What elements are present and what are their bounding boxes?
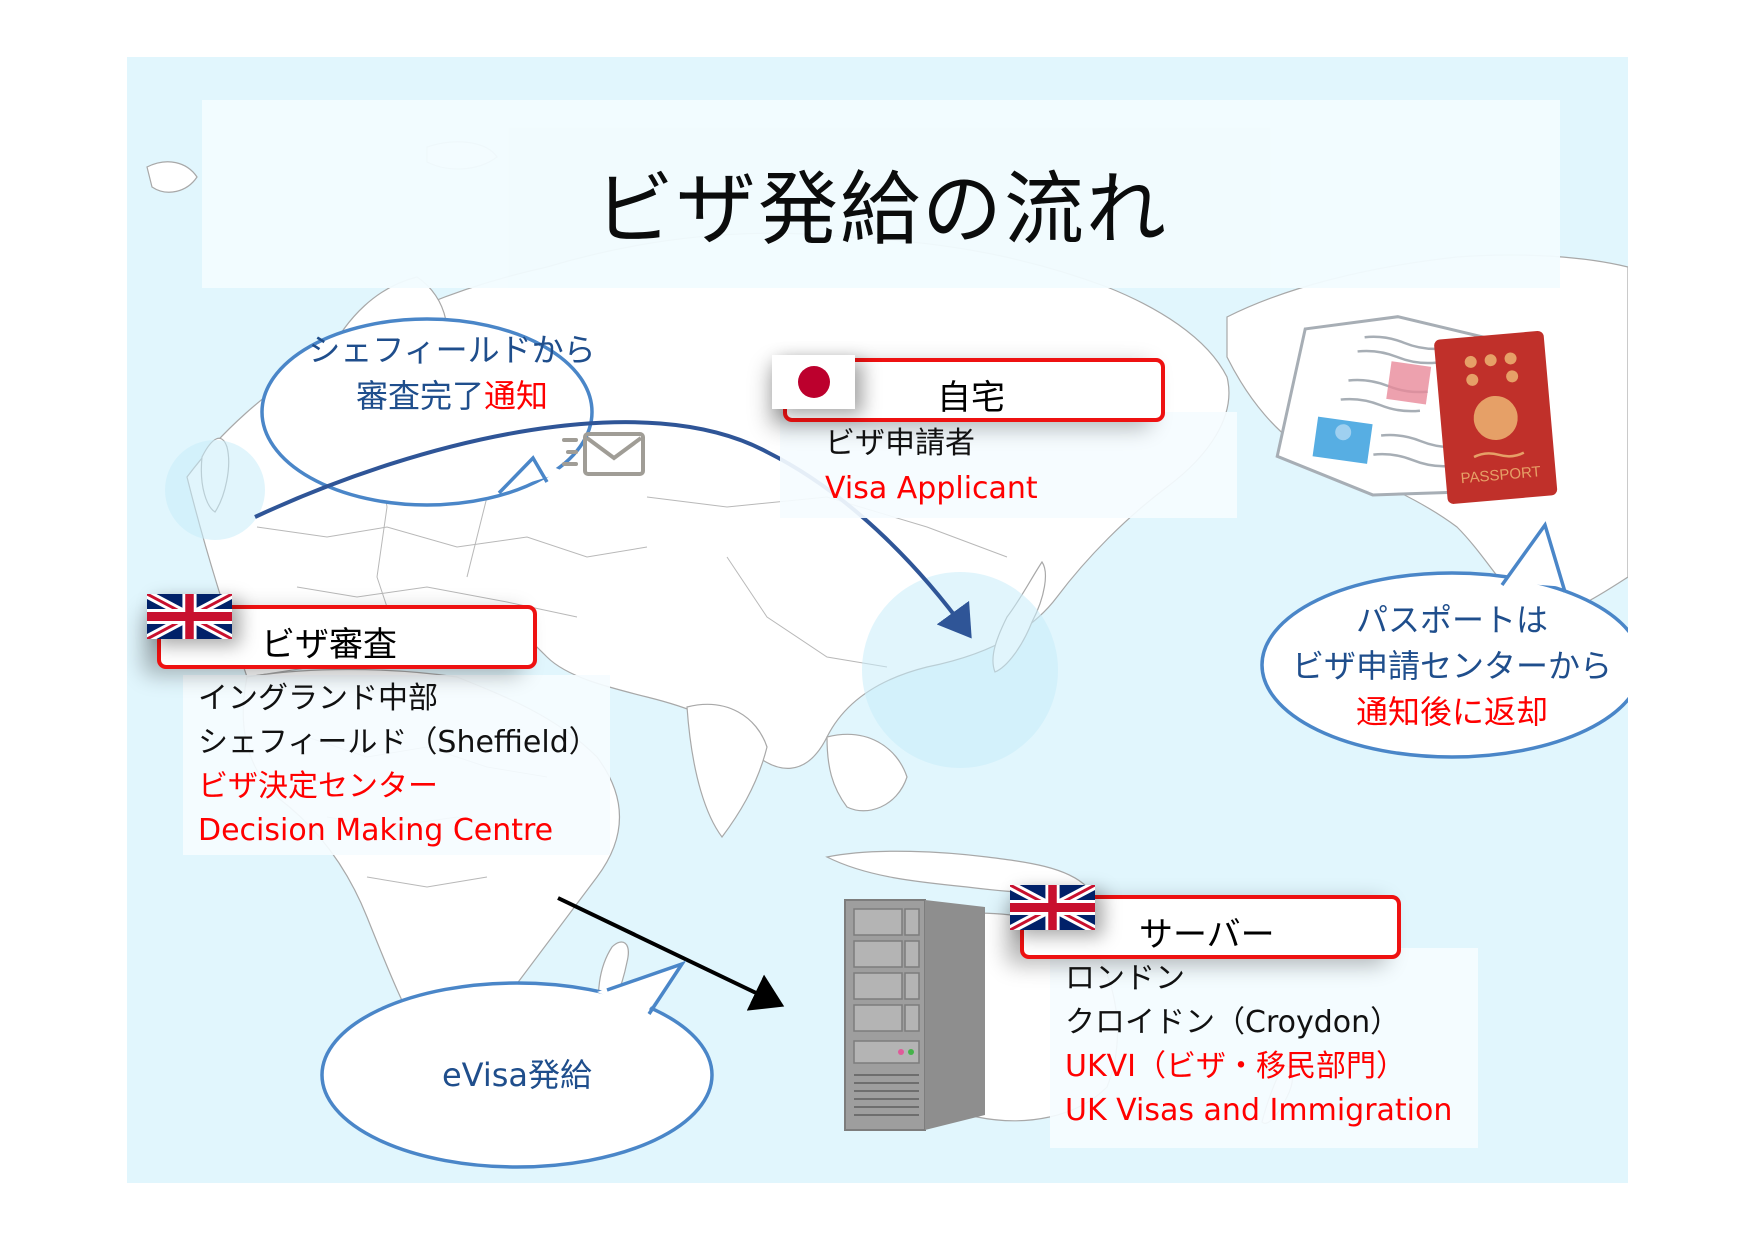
- visa-review-line-center-jp: ビザ決定センター: [198, 769, 438, 804]
- home-info-panel: [780, 412, 1237, 518]
- passport-icon: PASSPORT: [1275, 315, 1558, 504]
- speech-bubble-evisa: [320, 981, 714, 1169]
- bubble-line: パスポートは: [1355, 601, 1548, 639]
- page-title: ビザ発給の流れ: [594, 163, 1168, 256]
- uk-flag: [147, 594, 232, 639]
- server-line-ukvi-en: UK Visas and Immigration: [1065, 1093, 1453, 1128]
- visa-review-line-city: シェフィールド（Sheffield）: [198, 725, 599, 760]
- speech-bubble-sheffield: [260, 317, 594, 507]
- visa-review-line-center-en: Decision Making Centre: [198, 813, 554, 848]
- home-line-applicant-en: Visa Applicant: [825, 471, 1038, 506]
- bubble-passport-text: パスポートは ビザ申請センターから 通知後に返却: [1272, 597, 1628, 735]
- server-info-panel: [1050, 948, 1478, 1148]
- visa-review-info-panel: [183, 675, 610, 855]
- server-label: サーバー: [1139, 915, 1275, 955]
- uk-flag: [1010, 885, 1095, 930]
- home-line-applicant-jp: ビザ申請者: [825, 426, 975, 461]
- server-icon: [844, 899, 985, 1131]
- svg-text:PASSPORT: PASSPORT: [1460, 463, 1541, 487]
- japan-flag: [772, 355, 855, 409]
- visa-review-line-region: イングランド中部: [198, 681, 438, 716]
- server-line-city: ロンドン: [1065, 961, 1185, 996]
- bubble-evisa-text: eVisa発給: [441, 1056, 593, 1094]
- server-line-district: クロイドン（Croydon）: [1065, 1005, 1401, 1040]
- bubble-line: ビザ申請センターから: [1291, 647, 1612, 685]
- title-banner: ビザ発給の流れ: [202, 100, 1560, 288]
- home-label: 自宅: [937, 378, 1005, 418]
- bubble-sheffield-text: シェフィールドから 審査完了通知: [302, 327, 602, 419]
- speech-bubble-passport: [1260, 571, 1628, 759]
- bubble-line: シェフィールドから: [308, 331, 596, 369]
- server-line-ukvi-jp: UKVI（ビザ・移民部門）: [1065, 1049, 1407, 1084]
- visa-review-label: ビザ審査: [261, 625, 397, 665]
- diagram-overlay: [254, 317, 1628, 1169]
- envelope-icon: [562, 432, 645, 476]
- bubble-line: 審査完了通知: [355, 377, 549, 415]
- bubble-line: 通知後に返却: [1355, 693, 1548, 731]
- slide: ビザ発給の流れ シェフィールドから 審査完了通知: [127, 57, 1628, 1183]
